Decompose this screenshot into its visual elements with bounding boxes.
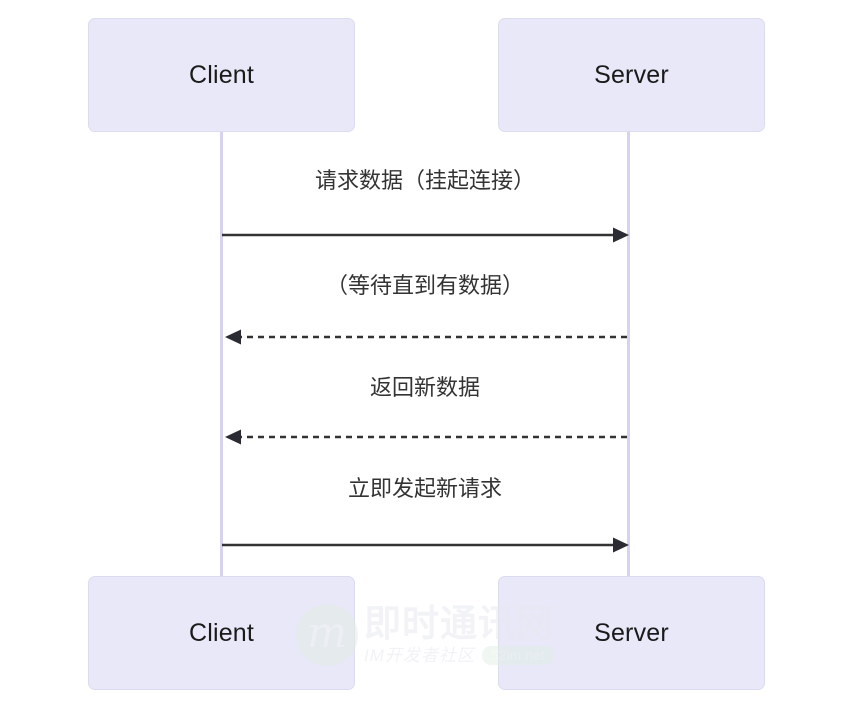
participant-server-top-label: Server — [594, 60, 669, 89]
message-arrow-3 — [222, 426, 632, 448]
participant-server-bottom-label: Server — [594, 618, 669, 647]
participant-client-top-label: Client — [188, 60, 255, 89]
message-arrow-4 — [222, 534, 632, 556]
participant-client-bottom-label: Client — [188, 618, 255, 647]
participant-client-bottom[interactable]: Client — [88, 576, 355, 690]
watermark-sub-text: IM开发者社区 — [364, 645, 475, 665]
participant-server-bottom[interactable]: Server — [498, 576, 765, 690]
lifeline-server — [627, 132, 630, 578]
lifeline-client — [220, 132, 223, 578]
message-arrow-2 — [222, 326, 632, 348]
message-label-2: （等待直到有数据） — [325, 273, 525, 298]
participant-server-top[interactable]: Server — [498, 18, 765, 132]
participant-client-top[interactable]: Client — [88, 18, 355, 132]
message-arrow-1 — [222, 224, 632, 246]
message-label-1: 请求数据（挂起连接） — [314, 168, 536, 193]
message-label-3: 返回新数据 — [369, 375, 481, 400]
message-label-4: 立即发起新请求 — [347, 476, 503, 501]
